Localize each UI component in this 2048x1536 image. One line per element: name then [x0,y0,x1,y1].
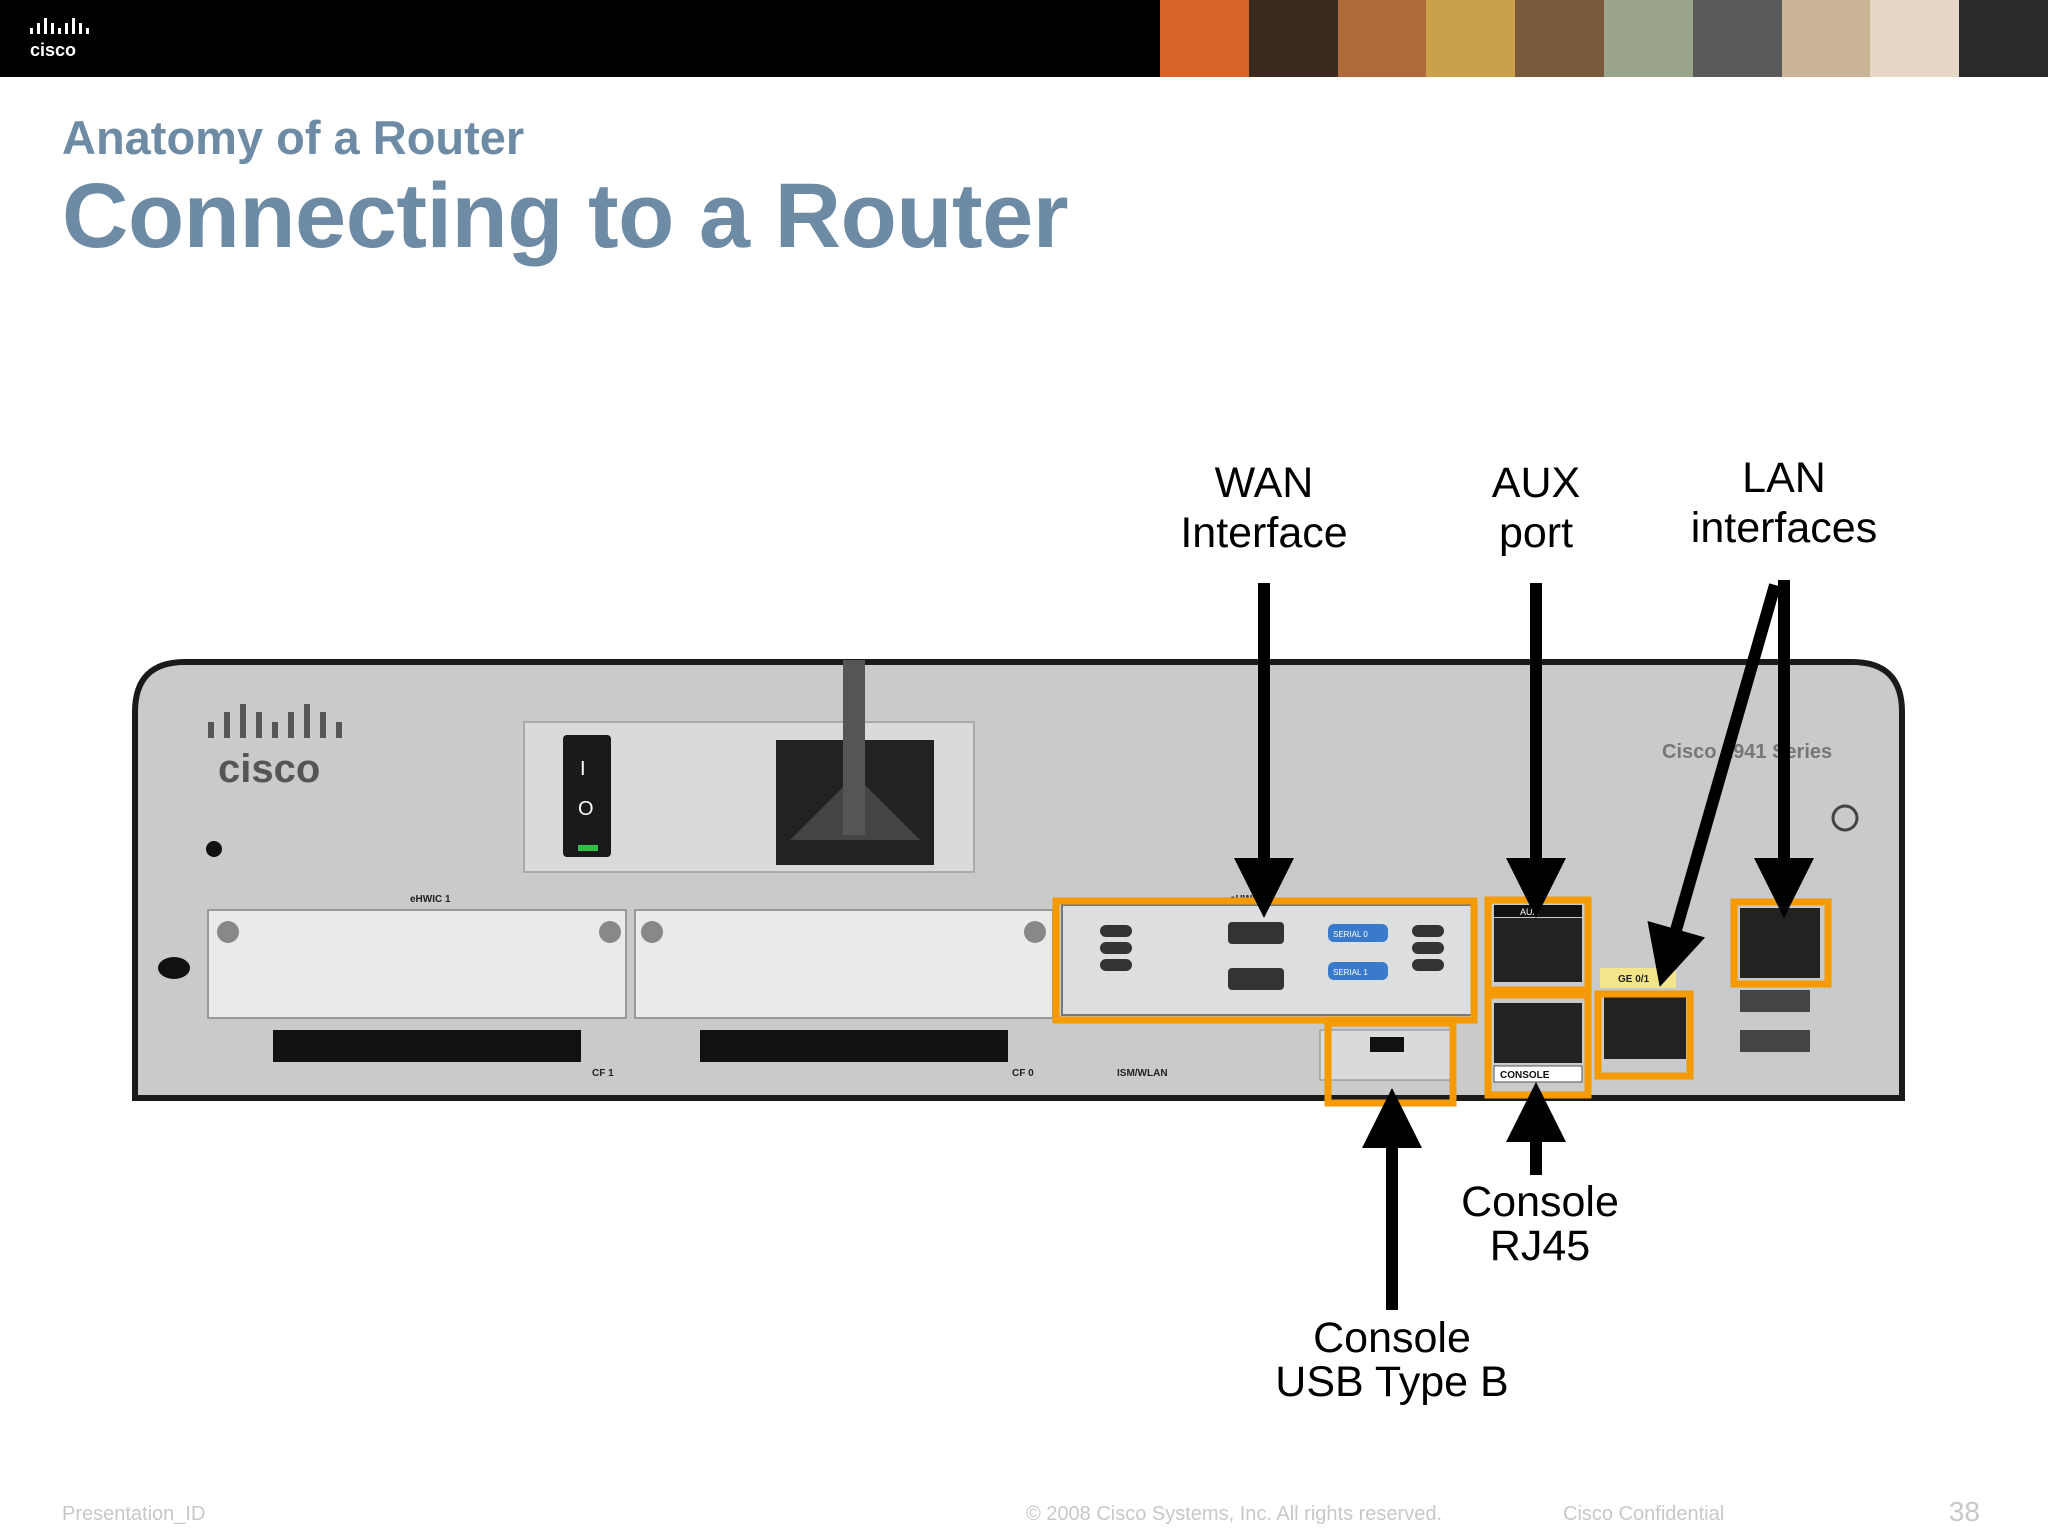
cf1-slot [273,1030,581,1062]
callout-wan: WAN Interface [1180,459,1348,557]
chassis-cisco-logo [208,704,342,738]
callout-console-usb: Console USB Type B [1275,1314,1509,1406]
usb-host-port-2 [1740,1030,1810,1052]
header-photo-0 [1160,0,1249,77]
model-label: Cisco 1941 Series [1662,741,1832,763]
header-photo-6 [1692,0,1782,77]
svg-text:CF 1: CF 1 [592,1068,614,1079]
header-photo-4 [1515,0,1604,77]
callout-console-rj45: Console RJ45 [1461,1178,1619,1270]
svg-text:GE 0/1: GE 0/1 [1618,974,1650,985]
slide-title: Connecting to a Router [62,165,1069,267]
header-bar: cisco [0,0,2048,77]
svg-text:CONSOLE: CONSOLE [1500,1070,1550,1081]
usb-host-port-1 [1740,990,1810,1012]
svg-text:SERIAL 1: SERIAL 1 [1333,968,1368,977]
svg-text:SERIAL 0: SERIAL 0 [1333,930,1368,939]
ehwic0-slot [634,909,1054,1019]
footer-presentation-id: Presentation_ID [62,1503,206,1525]
ground-symbol [1831,804,1859,832]
page-number: 38 [1948,1496,1980,1527]
cf0-slot [700,1030,1008,1062]
footer-confidential: Cisco Confidential [1563,1503,1725,1525]
header-photo-7 [1781,0,1871,77]
header-photo-5 [1603,0,1693,77]
lan-port [1740,908,1820,978]
svg-text:ISM/WLAN: ISM/WLAN [1117,1068,1168,1079]
svg-text:AUX: AUX [1520,907,1539,917]
header-photo-strip [1160,0,2048,77]
header-photo-2 [1337,0,1427,77]
header-photo-9 [1959,0,2048,77]
footer-copyright: © 2008 Cisco Systems, Inc. All rights re… [1026,1503,1443,1525]
callout-arrows [1234,580,1814,1310]
aux-port [1494,918,1582,982]
svg-text:eHWIC 1: eHWIC 1 [410,894,451,905]
cisco-logo: cisco [30,18,89,60]
slide-subtitle: Anatomy of a Router [62,111,525,164]
svg-text:I: I [580,758,586,780]
ge-port [1604,995,1686,1059]
ehwic1-slot [207,909,627,1019]
header-photo-3 [1426,0,1516,77]
svg-text:CF 0: CF 0 [1012,1068,1034,1079]
header-photo-1 [1248,0,1338,77]
power-cable [843,660,865,835]
svg-text:cisco: cisco [30,40,76,60]
callout-lan: LAN interfaces [1690,454,1878,552]
power-switch [563,735,611,857]
led-indicator [206,841,222,857]
callout-aux: AUX port [1491,459,1581,557]
slot-hole [158,957,190,979]
chassis-brand-text: cisco [218,747,320,791]
svg-text:O: O [578,798,594,820]
console-rj45-port [1494,1003,1582,1063]
header-photo-8 [1870,0,1960,77]
